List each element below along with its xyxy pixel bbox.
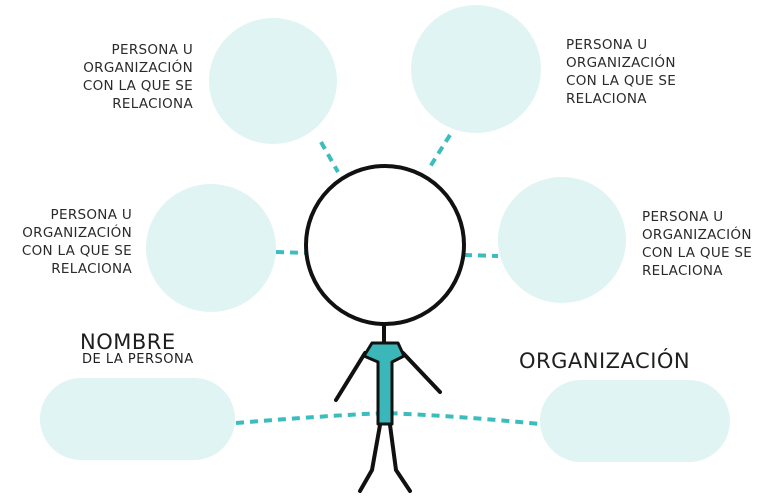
connector-mid-right <box>463 253 499 258</box>
relation-label-mid-left: PERSONA U ORGANIZACIÓN CON LA QUE SE REL… <box>21 207 132 277</box>
connector-mid-left <box>275 250 309 255</box>
person-name-title: NOMBRE <box>80 330 176 354</box>
figure-right-leg <box>388 423 412 493</box>
relation-bubble-mid-left <box>146 184 276 312</box>
relation-bubble-top-right <box>411 5 541 133</box>
organization-title: ORGANIZACIÓN <box>519 349 691 373</box>
figure-left-leg <box>358 423 382 493</box>
figure-head <box>304 164 466 326</box>
relation-bubble-mid-right <box>498 177 626 303</box>
figure-shirt <box>362 341 406 426</box>
person-name-box <box>40 378 235 460</box>
relation-label-top-left: PERSONA U ORGANIZACIÓN CON LA QUE SE REL… <box>82 42 193 112</box>
person-name-subtitle: DE LA PERSONA <box>82 352 194 367</box>
relation-label-mid-right: PERSONA U ORGANIZACIÓN CON LA QUE SE REL… <box>642 209 753 279</box>
relation-bubble-top-left <box>209 18 337 144</box>
organization-box <box>540 380 730 462</box>
connector-top-right <box>426 133 452 172</box>
connector-top-left <box>319 141 340 173</box>
dashed-connectors <box>235 133 541 426</box>
relation-label-top-right: PERSONA U ORGANIZACIÓN CON LA QUE SE REL… <box>566 37 677 107</box>
figure-left-arm <box>334 351 367 402</box>
figure-right-arm <box>401 351 442 394</box>
connector-bottom <box>235 410 541 426</box>
